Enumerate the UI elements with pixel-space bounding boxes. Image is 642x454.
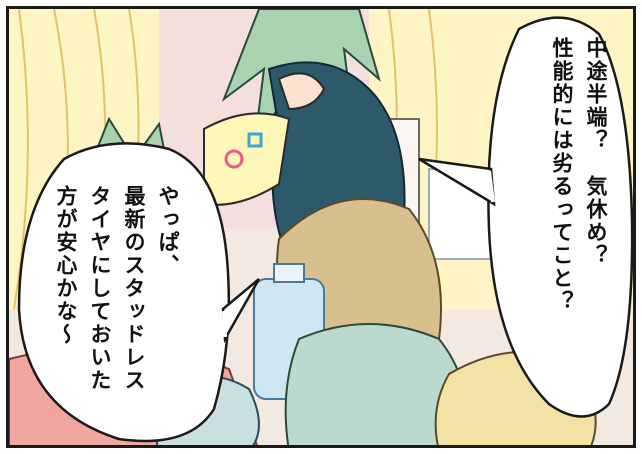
speech-text-right: 中途半端？ 気休め？ 性能的には劣るってこと？ bbox=[545, 37, 613, 313]
speech-right-line-1: 中途半端？ 気休め？ bbox=[584, 37, 608, 267]
speech-bubble-left bbox=[17, 142, 261, 443]
comic-panel: 中途半端？ 気休め？ 性能的には劣るってこと？ やっぱ、 最新のスタッドレス タ… bbox=[6, 6, 636, 448]
sleeve bbox=[203, 112, 291, 206]
comic-illustration bbox=[9, 9, 633, 445]
speech-bubble-right bbox=[418, 16, 633, 418]
speech-left-line-4: 方が安心かな～ bbox=[54, 185, 78, 346]
speech-left-line-3: タイヤにしておいた bbox=[88, 185, 112, 392]
speech-left-line-2: 最新のスタッドレス bbox=[122, 185, 146, 392]
speech-right-line-2: 性能的には劣るってこと？ bbox=[550, 37, 574, 313]
speech-text-left: やっぱ、 最新のスタッドレス タイヤにしておいた 方が安心かな～ bbox=[49, 185, 185, 392]
hand bbox=[277, 72, 326, 111]
speech-left-line-1: やっぱ、 bbox=[156, 185, 180, 277]
